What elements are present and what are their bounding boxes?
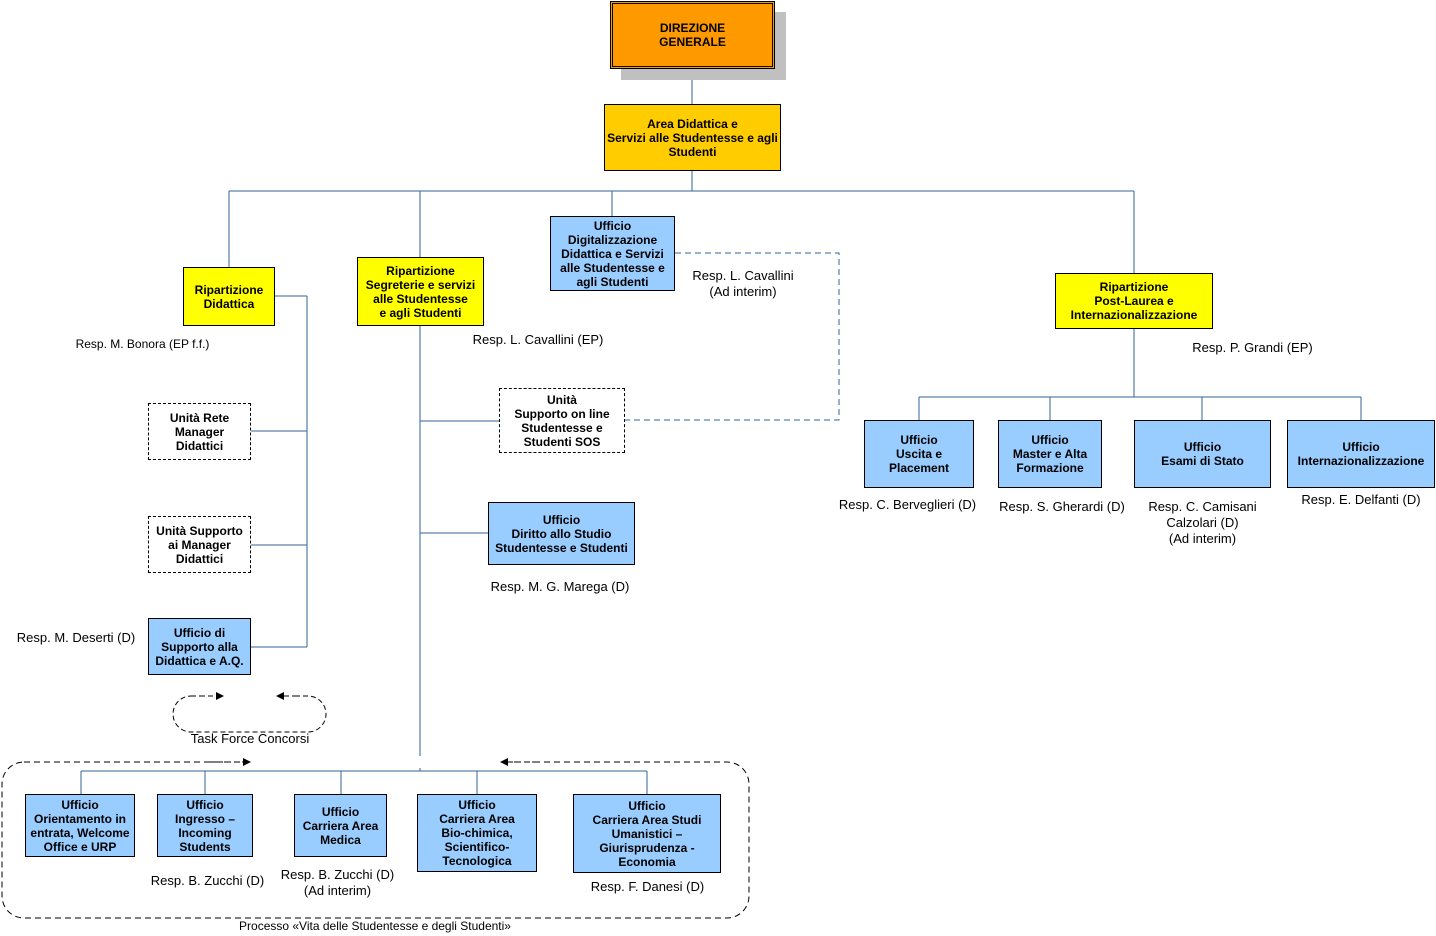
direzione-generale-box[interactable]: DIREZIONE GENERALE xyxy=(610,1,775,69)
resp-delfanti-label: Resp. E. Delfanti (D) xyxy=(1301,492,1421,507)
processo-label: Processo «Vita delle Studentesse e degli… xyxy=(239,919,511,933)
ufficio-esami-stato-box[interactable]: Ufficio Esami di Stato xyxy=(1134,420,1271,488)
resp-danesi-label: Resp. F. Danesi (D) xyxy=(590,879,705,894)
resp-bonora-label: Resp. M. Bonora (EP f.f.) xyxy=(75,337,210,351)
ufficio-carriera-medica-box[interactable]: Ufficio Carriera Area Medica xyxy=(294,794,387,857)
task-force-label: Task Force Concorsi xyxy=(190,731,310,746)
resp-cavallini-interim-label: Resp. L. Cavallini (Ad interim) xyxy=(692,268,794,299)
arrow-right-icon xyxy=(243,758,251,766)
ufficio-internazionalizzazione-box[interactable]: Ufficio Internazionalizzazione xyxy=(1287,420,1435,488)
ripartizione-segreterie-box[interactable]: Ripartizione Segreterie e servizi alle S… xyxy=(357,257,484,326)
ufficio-diritto-studio-box[interactable]: Ufficio Diritto allo Studio Studentesse … xyxy=(488,502,635,565)
arrow-left-icon xyxy=(276,692,284,700)
unita-rete-manager-box[interactable]: Unità Rete Manager Didattici xyxy=(148,403,251,460)
org-connectors xyxy=(80,68,1362,794)
resp-deserti-label: Resp. M. Deserti (D) xyxy=(16,630,136,645)
ufficio-ingresso-box[interactable]: Ufficio Ingresso – Incoming Students xyxy=(157,794,253,857)
resp-camisani-label: Resp. C. Camisani Calzolari (D) (Ad inte… xyxy=(1148,499,1257,546)
area-didattica-box[interactable]: Area Didattica e Servizi alle Studentess… xyxy=(604,104,781,171)
ufficio-orientamento-box[interactable]: Ufficio Orientamento in entrata, Welcome… xyxy=(25,794,135,857)
resp-gherardi-label: Resp. S. Gherardi (D) xyxy=(999,499,1125,514)
unita-sos-box[interactable]: Unità Supporto on line Studentesse e Stu… xyxy=(499,388,625,453)
resp-grandi-label: Resp. P. Grandi (EP) xyxy=(1192,340,1313,355)
ripartizione-postlaurea-box[interactable]: Ripartizione Post-Laurea e Internazional… xyxy=(1055,273,1213,329)
unita-supporto-manager-box[interactable]: Unità Supporto ai Manager Didattici xyxy=(148,516,251,573)
arrow-right-icon xyxy=(216,692,224,700)
resp-cavallini-ep-label: Resp. L. Cavallini (EP) xyxy=(472,332,604,347)
ufficio-supporto-didattica-box[interactable]: Ufficio di Supporto alla Didattica e A.Q… xyxy=(148,618,251,675)
resp-marega-label: Resp. M. G. Marega (D) xyxy=(490,579,630,594)
ufficio-master-box[interactable]: Ufficio Master e Alta Formazione xyxy=(998,420,1102,488)
ripartizione-didattica-box[interactable]: Ripartizione Didattica xyxy=(183,267,275,326)
arrow-left-icon xyxy=(500,758,508,766)
ufficio-carriera-umanistici-box[interactable]: Ufficio Carriera Area Studi Umanistici –… xyxy=(573,794,721,873)
ufficio-digitalizzazione-box[interactable]: Ufficio Digitalizzazione Didattica e Ser… xyxy=(550,216,675,291)
dashed-link xyxy=(625,252,840,421)
resp-berveglieri-label: Resp. C. Berveglieri (D) xyxy=(838,497,977,512)
resp-zucchi-1-label: Resp. B. Zucchi (D) xyxy=(150,873,265,888)
ufficio-uscita-placement-box[interactable]: Ufficio Uscita e Placement xyxy=(864,420,974,488)
resp-zucchi-2-label: Resp. B. Zucchi (D) (Ad interim) xyxy=(280,867,395,898)
ufficio-carriera-biochimica-box[interactable]: Ufficio Carriera Area Bio-chimica, Scien… xyxy=(417,794,537,872)
